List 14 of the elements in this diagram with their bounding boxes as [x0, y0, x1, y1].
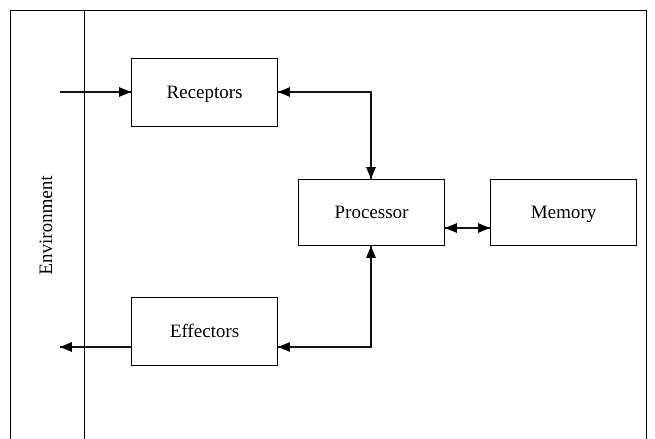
box-label: Processor — [334, 202, 408, 224]
box-label: Memory — [530, 202, 596, 224]
arrow — [60, 342, 131, 352]
process-box — [131, 297, 278, 366]
arrow — [60, 87, 131, 97]
arrow — [278, 246, 376, 352]
box-label: Receptors — [166, 82, 242, 104]
box-label: Effectors — [170, 320, 240, 342]
process-box — [298, 179, 445, 246]
arrow — [278, 87, 376, 179]
arrow — [445, 223, 490, 233]
band-label: Environment — [36, 175, 58, 275]
process-box — [490, 179, 637, 246]
process-box — [131, 58, 278, 127]
